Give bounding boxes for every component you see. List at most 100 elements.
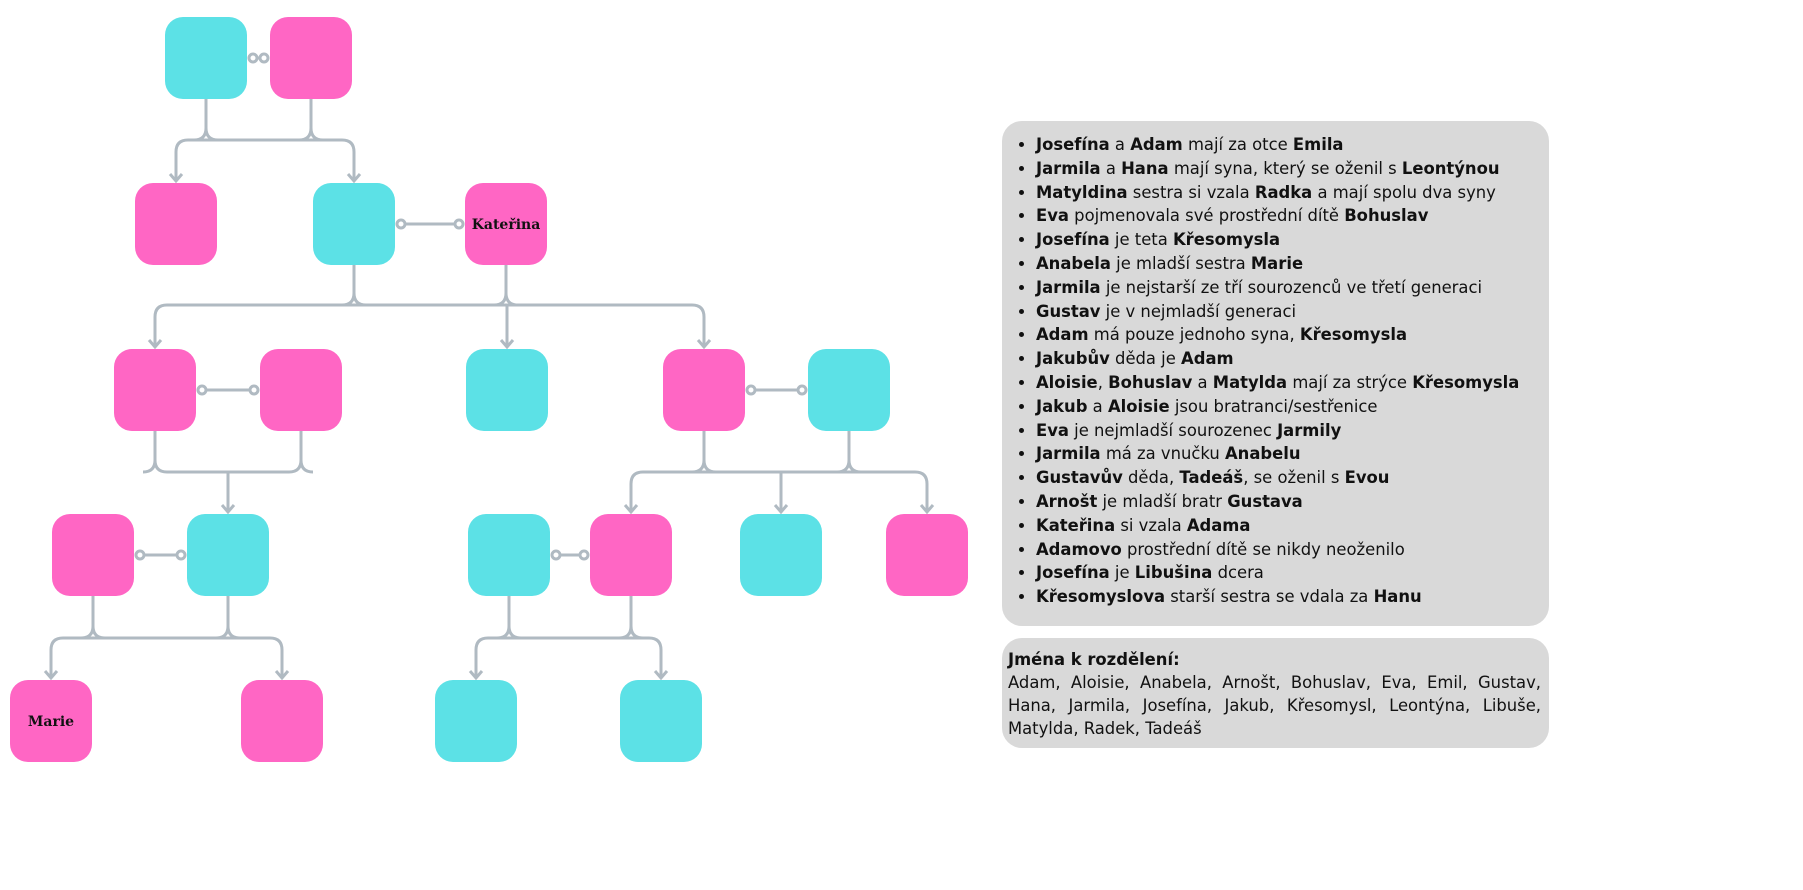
person-box[interactable] [270, 17, 352, 99]
clue-name: Adam [1036, 325, 1089, 345]
person-node-female[interactable]: Kateřina [465, 183, 547, 265]
person-node-male[interactable] [808, 349, 890, 431]
person-node-female[interactable] [663, 349, 745, 431]
person-node-female[interactable] [886, 514, 968, 596]
clue-text: je v nejmladší generaci [1100, 301, 1297, 321]
clue-name: Eva [1036, 420, 1069, 440]
marriage-ring-icon [578, 549, 590, 561]
child-line [629, 470, 644, 512]
person-box[interactable] [808, 349, 890, 431]
person-box[interactable] [241, 680, 323, 762]
clue-name: Aloisie [1036, 372, 1098, 392]
descent-line [91, 625, 106, 640]
person-node-male[interactable] [313, 183, 395, 265]
person-box[interactable] [886, 514, 968, 596]
clue-text: pojmenovala své prostřední dítě [1068, 206, 1345, 226]
person-box[interactable] [165, 17, 247, 99]
clue-item: Jakub a Aloisie jsou bratranci/sestřenic… [1036, 395, 1535, 419]
descent-line [496, 596, 511, 640]
person-node-female[interactable] [270, 17, 352, 99]
marriage-ring-icon [196, 384, 208, 396]
clue-name: Leontýnou [1401, 158, 1500, 178]
person-node-female[interactable] [590, 514, 672, 596]
person-node-male[interactable] [466, 349, 548, 431]
person-node-female[interactable] [241, 680, 323, 762]
marriage-ring-icon [453, 218, 465, 230]
clues-panel: Josefína a Adam mají za otce EmilaJarmil… [1002, 121, 1549, 626]
person-node-male[interactable] [468, 514, 550, 596]
person-node-female[interactable] [52, 514, 134, 596]
person-node-female[interactable] [114, 349, 196, 431]
clue-name: Gustav [1036, 301, 1101, 321]
person-node-male[interactable] [740, 514, 822, 596]
clue-text: má za vnučku [1100, 444, 1225, 464]
clue-name: Josefína [1036, 230, 1110, 250]
clue-name: Matyldina [1036, 182, 1128, 202]
child-line [49, 636, 64, 678]
descent-line [836, 431, 851, 474]
person-box[interactable] [466, 349, 548, 431]
names-panel: Jména k rozdělení: Adam, Aloisie, Anabel… [1002, 638, 1549, 748]
marriage-ring-icon [134, 549, 146, 561]
arrow-down-icon [147, 339, 163, 350]
clue-name: Bohuslav [1108, 372, 1193, 392]
clue-name: Křesomysla [1172, 230, 1281, 250]
person-box[interactable] [114, 349, 196, 431]
person-box[interactable] [313, 183, 395, 265]
arrow-down-icon [696, 339, 712, 350]
person-node-male[interactable] [165, 17, 247, 99]
person-node-male[interactable] [435, 680, 517, 762]
clue-item: Křesomyslova starší sestra se vdala za H… [1036, 585, 1535, 609]
person-box[interactable] [663, 349, 745, 431]
person-box[interactable] [465, 183, 547, 265]
person-box[interactable] [135, 183, 217, 265]
clue-item: Jarmila je nejstarší ze tří sourozenců v… [1036, 276, 1535, 300]
arrow-down-icon [919, 504, 935, 515]
clue-text: je teta [1109, 230, 1173, 250]
descent-line [618, 596, 633, 640]
person-box[interactable] [590, 514, 672, 596]
person-node-female[interactable]: Marie [10, 680, 92, 762]
clue-name: Libušina [1134, 563, 1213, 583]
clue-list: Josefína a Adam mají za otce EmilaJarmil… [1016, 133, 1535, 609]
clue-name: Křesomysla [1412, 372, 1520, 392]
descent-line [193, 99, 208, 142]
clue-item: Aloisie, Bohuslav a Matylda mají za strý… [1036, 371, 1535, 395]
person-box[interactable] [187, 514, 269, 596]
clue-text: je nejmladší sourozenec [1068, 420, 1278, 440]
clue-item: Gustavův děda, Tadeáš, se oženil s Evou [1036, 466, 1535, 490]
clue-text: a [1109, 135, 1131, 154]
marriage-ring-icon [247, 52, 259, 64]
person-node-female[interactable] [260, 349, 342, 431]
person-box[interactable] [52, 514, 134, 596]
person-box[interactable] [620, 680, 702, 762]
clue-item: Josefína je Libušina dcera [1036, 561, 1535, 585]
descent-line [226, 625, 241, 640]
clue-name: Bohuslav [1344, 206, 1429, 226]
clue-text: děda, [1122, 468, 1180, 488]
descent-line [309, 127, 324, 142]
clue-item: Jarmila má za vnučku Anabelu [1036, 442, 1535, 466]
clue-name: Adam [1130, 135, 1183, 154]
clue-name: Anabela [1036, 253, 1111, 273]
descent-line [507, 625, 522, 640]
person-box[interactable] [10, 680, 92, 762]
person-node-male[interactable] [620, 680, 702, 762]
person-node-male[interactable] [187, 514, 269, 596]
person-box[interactable] [435, 680, 517, 762]
marriage-ring-icon [796, 384, 808, 396]
clue-item: Eva je nejmladší sourozenec Jarmily [1036, 419, 1535, 443]
person-node-female[interactable] [135, 183, 217, 265]
descent-line [493, 265, 508, 307]
child-line [341, 138, 356, 181]
arrow-down-icon [468, 670, 484, 681]
person-box[interactable] [260, 349, 342, 431]
arrow-down-icon [274, 670, 290, 681]
arrow-down-icon [346, 173, 362, 184]
clue-text: je [1109, 563, 1135, 583]
clue-text: si vzala [1115, 515, 1187, 535]
person-box[interactable] [468, 514, 550, 596]
person-box[interactable] [740, 514, 822, 596]
clue-name: Jakubův [1036, 349, 1110, 369]
